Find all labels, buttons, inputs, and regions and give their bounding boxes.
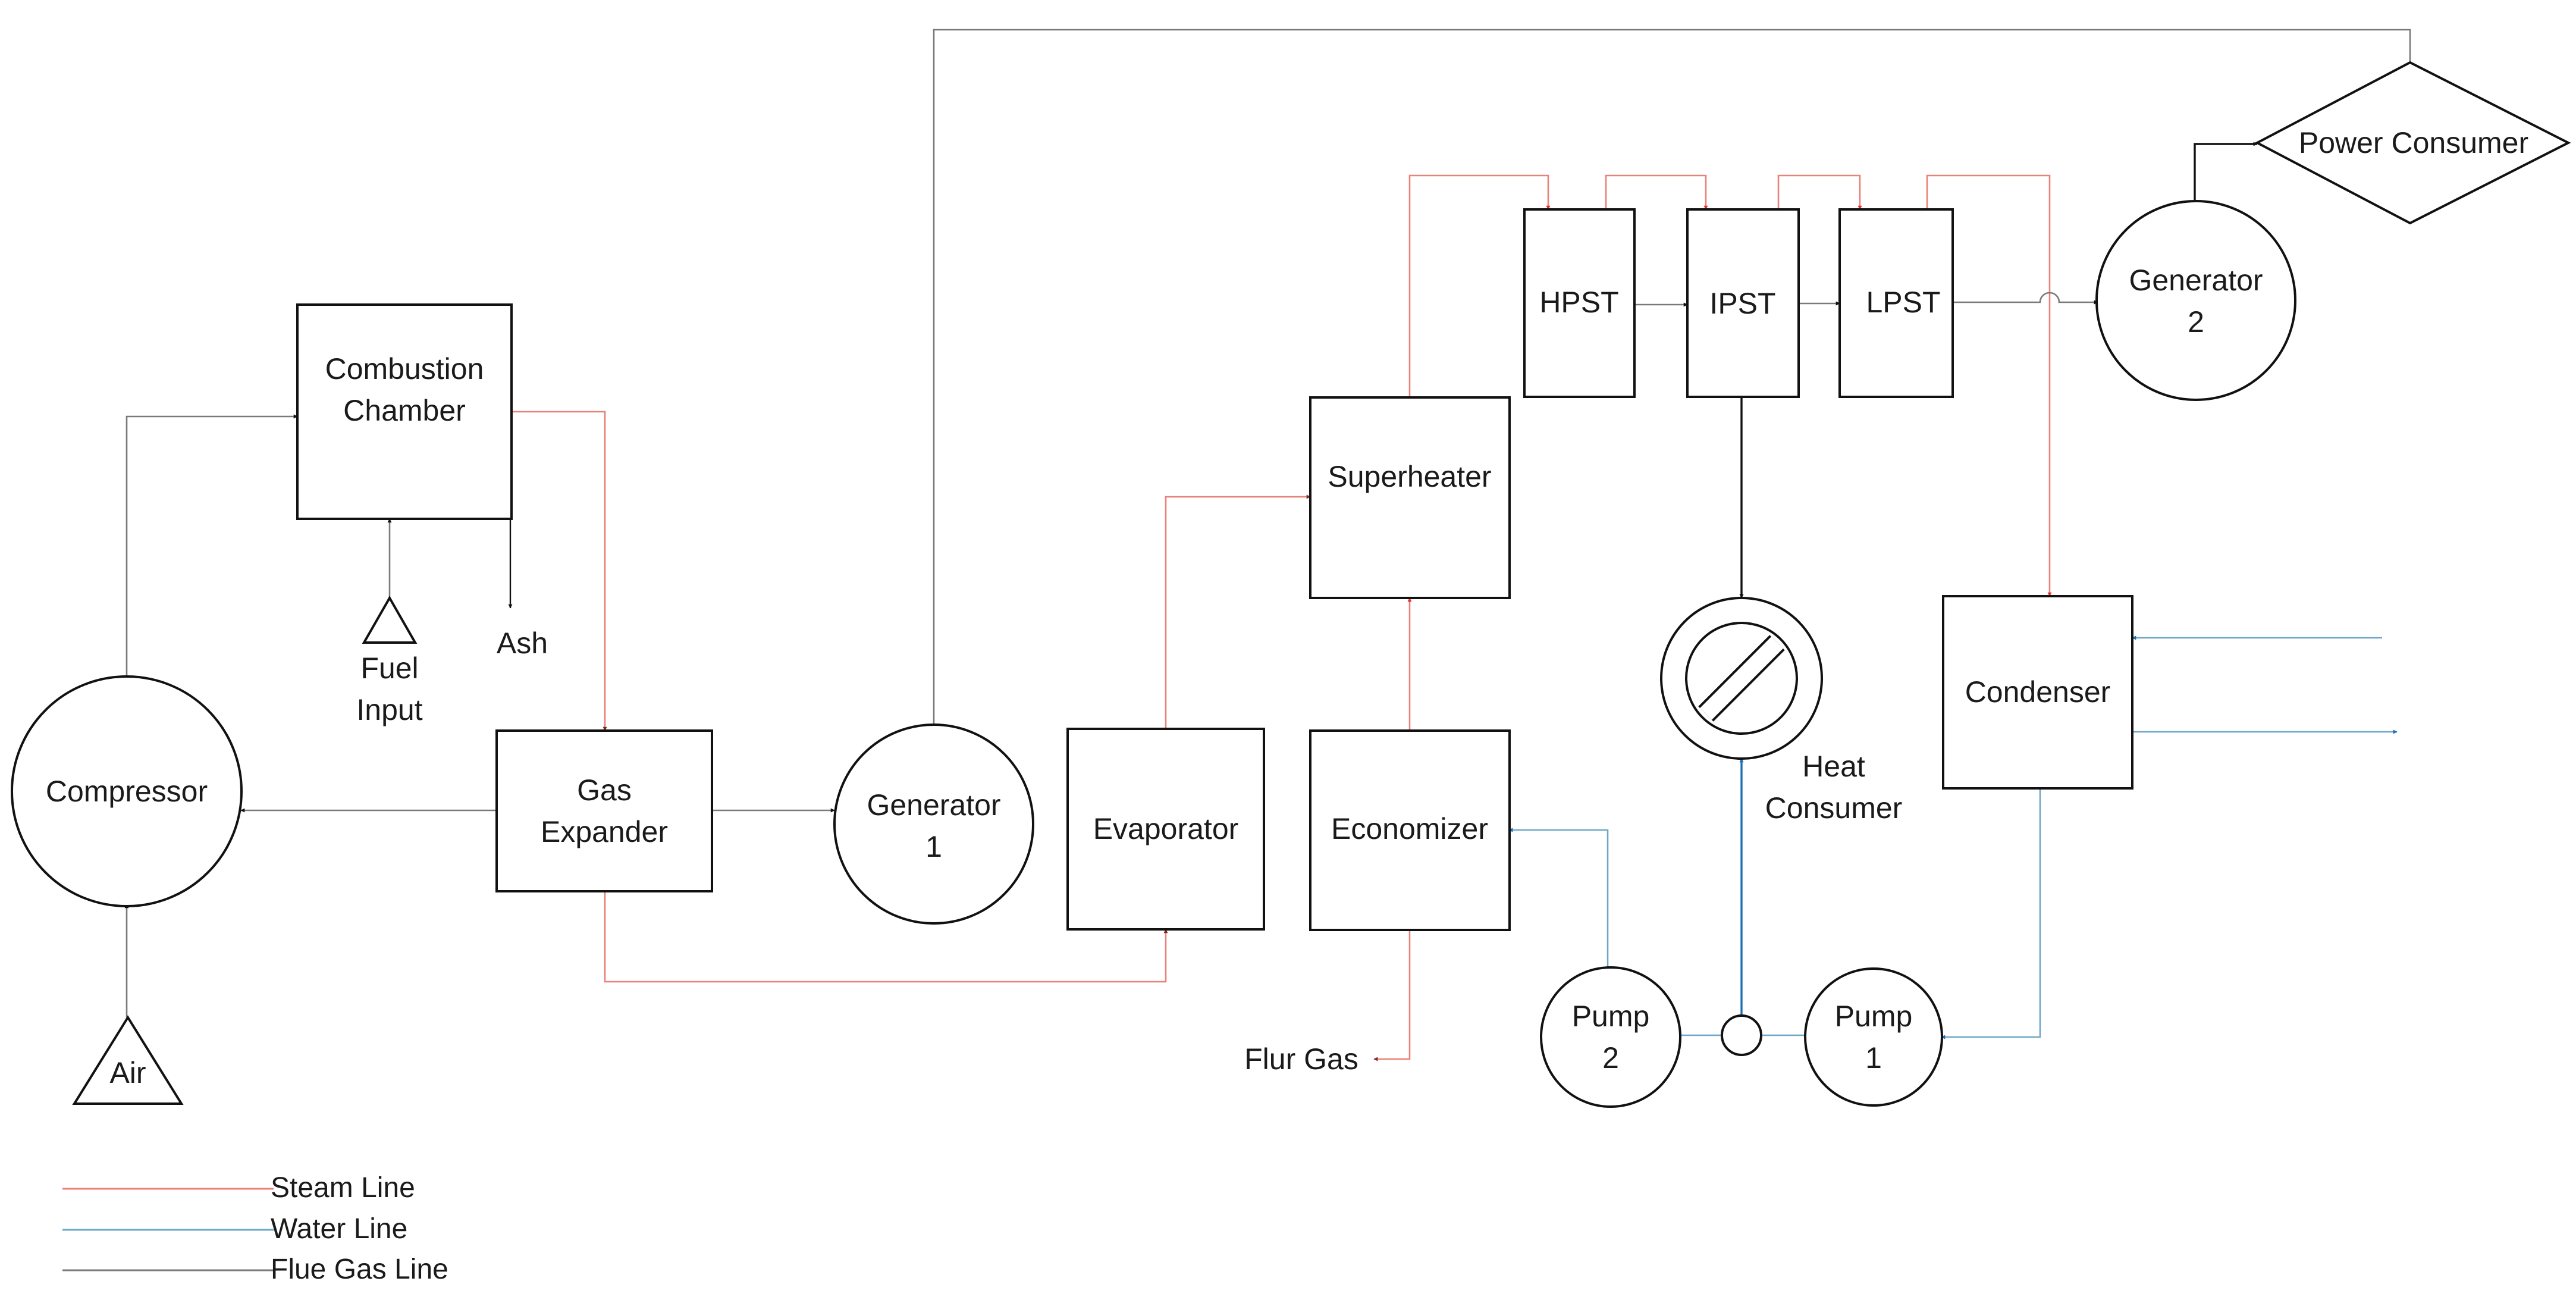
lpst-label: LPST: [1866, 286, 1940, 319]
expander-to-evaporator-line: [604, 891, 1168, 983]
superheater-to-hpst-line: [1408, 174, 1551, 397]
generator-2-label-line1: Generator: [2129, 264, 2263, 297]
compressor-to-combustion-line: [125, 414, 298, 675]
pump-2-label-line1: Pump: [1572, 1000, 1650, 1033]
generator-1: Generator 1: [833, 723, 1034, 925]
gas-expander: Gas Expander: [495, 729, 713, 892]
air-label: Air: [109, 1056, 146, 1089]
superheater: Superheater: [1309, 396, 1511, 599]
compressor-label: Compressor: [46, 775, 208, 808]
lpst-to-condenser-line: [1926, 174, 2052, 597]
lpst: LPST: [1838, 208, 1954, 398]
hpst: HPST: [1523, 208, 1636, 398]
combustion-chamber-label-line1: Combustion: [325, 352, 484, 386]
legend-steam-label: Steam Line: [271, 1172, 415, 1204]
pump-2: Pump 2: [1540, 966, 1681, 1108]
evaporator-label: Evaporator: [1093, 812, 1239, 845]
power-consumer-to-generator1-line: [931, 29, 2411, 731]
combustion-chamber: Combustion Chamber: [296, 303, 513, 520]
hpst-to-ipst-steam-line: [1605, 174, 1708, 210]
hpst-label: HPST: [1539, 286, 1618, 319]
generator-2-label-line2: 2: [2188, 305, 2204, 339]
fuel-input: Fuel Input: [356, 595, 423, 726]
pump-1-label-line2: 1: [1865, 1041, 1882, 1075]
evaporator: Evaporator: [1066, 728, 1265, 931]
pump-2-label-line2: 2: [1602, 1041, 1619, 1075]
evaporator-to-superheater-line: [1165, 494, 1311, 729]
legend: Steam Line Water Line Flue Gas Line: [62, 1172, 448, 1285]
condenser: Condenser: [1942, 595, 2133, 790]
fuel-input-label-line2: Input: [356, 693, 422, 726]
compressor: Compressor: [11, 675, 243, 907]
air-source: Air: [72, 1015, 184, 1105]
pump-1-label-line1: Pump: [1835, 1000, 1913, 1033]
ipst-label: IPST: [1709, 287, 1775, 320]
generator-1-label-line2: 1: [925, 830, 942, 863]
generator-1-label-line1: Generator: [867, 788, 1000, 822]
power-consumer: Power Consumer: [2254, 61, 2571, 225]
ash-label: Ash: [497, 627, 548, 660]
ipst: IPST: [1686, 208, 1800, 398]
gas-expander-label-line1: Gas: [577, 773, 632, 807]
condenser-to-pump1-line: [1941, 788, 2041, 1039]
fuel-input-label-line1: Fuel: [360, 652, 418, 685]
lpst-to-generator2-shaft: [1953, 292, 2098, 305]
connectors: [124, 29, 2411, 1061]
heat-consumer-label-line2: Consumer: [1765, 791, 1903, 825]
heat-consumer-label-line1: Heat: [1802, 750, 1865, 783]
power-consumer-label: Power Consumer: [2299, 126, 2528, 159]
condenser-label: Condenser: [1965, 675, 2111, 709]
pump-1: Pump 1: [1804, 967, 1943, 1107]
economizer-label: Economizer: [1331, 812, 1488, 845]
water-junction: [1721, 1014, 1762, 1056]
legend-flue-gas-label: Flue Gas Line: [271, 1254, 448, 1285]
economizer-to-flue-gas-line: [1373, 929, 1411, 1061]
superheater-label: Superheater: [1328, 460, 1491, 493]
generator2-to-power-consumer-line: [2194, 142, 2258, 218]
flue-gas-label: Flur Gas: [1244, 1042, 1358, 1076]
ipst-to-lpst-steam-line: [1777, 174, 1862, 210]
combustion-chamber-label-line2: Chamber: [343, 394, 466, 427]
combustion-to-expander-line: [513, 411, 607, 731]
gas-expander-label-line2: Expander: [541, 815, 668, 848]
economizer: Economizer: [1309, 729, 1511, 931]
heat-consumer: Heat Consumer: [1660, 597, 1903, 825]
legend-water-label: Water Line: [271, 1213, 407, 1245]
pump2-to-economizer-line: [1508, 828, 1609, 969]
generator-2: Generator 2: [2095, 200, 2296, 401]
